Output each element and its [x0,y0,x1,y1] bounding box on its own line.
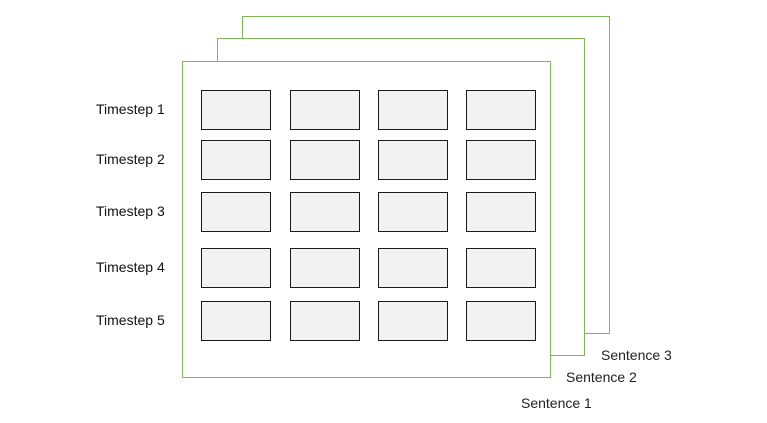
grid-cell [466,301,536,341]
grid-cell [466,192,536,232]
grid-cell [378,192,448,232]
grid-cell [201,90,271,130]
grid-cell [378,90,448,130]
timestep-label: Timestep 4 [96,259,165,275]
grid-cell [201,248,271,288]
grid-cell [290,301,360,341]
grid-cell [378,301,448,341]
grid-cell [466,90,536,130]
timestep-label: Timestep 1 [96,101,165,117]
timestep-label: Timestep 2 [96,151,165,167]
grid-cell [466,248,536,288]
grid-cell [290,90,360,130]
sentence-1-label: Sentence 1 [521,395,592,411]
grid-cell [201,301,271,341]
grid-cell [290,192,360,232]
grid-cell [290,248,360,288]
sentence-3-label: Sentence 3 [601,347,672,363]
sentence-2-label: Sentence 2 [566,369,637,385]
grid-cell [378,140,448,180]
timestep-label: Timestep 3 [96,203,165,219]
grid-cell [378,248,448,288]
grid-cell [201,140,271,180]
grid-cell [290,140,360,180]
grid-cell [201,192,271,232]
grid-cell [466,140,536,180]
timestep-label: Timestep 5 [96,312,165,328]
